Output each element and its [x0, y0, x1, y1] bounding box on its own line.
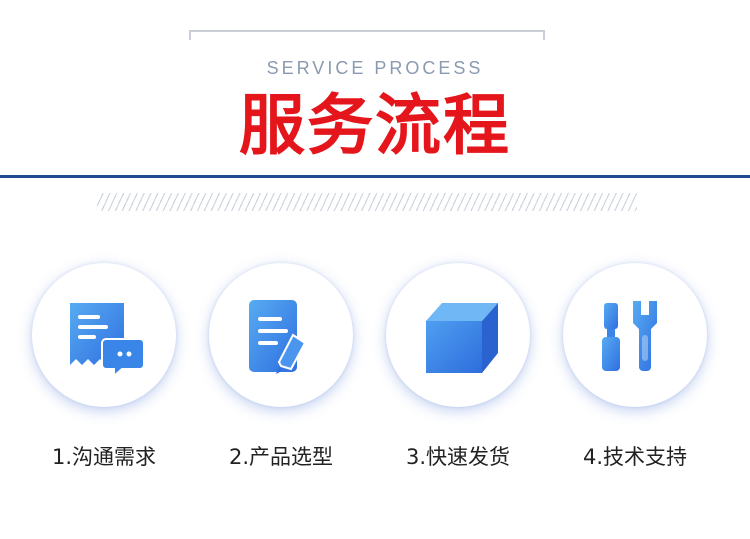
- page-subtitle: SERVICE PROCESS: [266, 58, 484, 78]
- page-title: 服务流程: [239, 87, 511, 164]
- chat-document-icon: [70, 303, 145, 379]
- header-bracket: [189, 30, 545, 40]
- hatch-decoration: [97, 193, 637, 211]
- document-pen-icon: [249, 300, 307, 374]
- tools-icon: [602, 301, 657, 371]
- step-label: 4.技术支持: [582, 445, 688, 469]
- step-circle: [32, 263, 176, 407]
- box-icon: [426, 303, 498, 373]
- step-label: 3.快速发货: [405, 445, 511, 469]
- step-label: 1.沟通需求: [51, 445, 157, 469]
- header-divider: [0, 175, 750, 178]
- step-circle: [563, 263, 707, 407]
- step-circle: [386, 263, 530, 407]
- step-circle: [209, 263, 353, 407]
- step-label: 2.产品选型: [228, 445, 334, 469]
